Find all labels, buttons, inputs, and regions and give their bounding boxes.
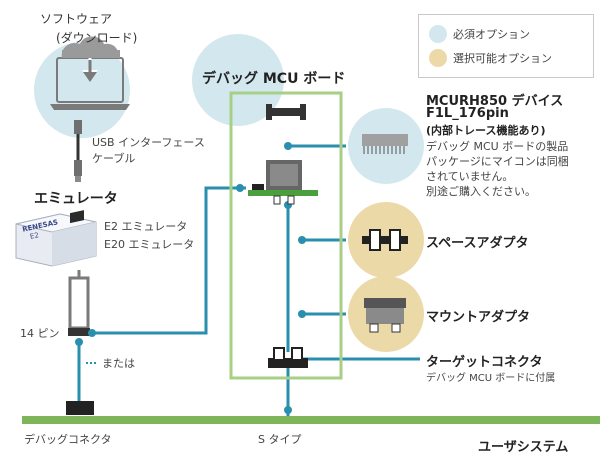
board-top-connector-icon [266, 104, 306, 120]
device-desc-line2: パッケージにマイコンは同梱 [426, 155, 569, 168]
cable-label-line2: ケーブル [92, 152, 136, 165]
board-required-circle [192, 34, 284, 126]
target-connector-icon [268, 347, 308, 368]
software-title: ソフトウェア [40, 12, 113, 26]
mount-adapter-label: マウントアダプタ [426, 310, 531, 325]
emulator-title: エミュレータ [34, 191, 118, 207]
space-adapter-icon [362, 229, 408, 251]
device-desc-line1: デバッグ MCU ボードの製品 [426, 140, 569, 153]
legend-required-label: 必須オプション [453, 28, 530, 41]
user-system-label: ユーザシステム [478, 440, 569, 455]
or-dash [86, 362, 96, 364]
board-title: デバッグ MCU ボード [202, 71, 346, 87]
space-adapter-label: スペースアダプタ [426, 236, 529, 251]
or-label: または [102, 357, 135, 370]
legend-required-swatch [429, 25, 447, 43]
user-system-bar [22, 416, 600, 424]
mcu-chip-icon [362, 134, 408, 154]
14-pin-cable-icon [68, 270, 90, 336]
legend: 必須オプション 選択可能オプション [418, 14, 594, 78]
device-desc-line4: 別途ご購入ください。 [426, 185, 536, 198]
mount-adapter-icon [364, 298, 406, 333]
debug-mcu-board-frame [229, 91, 343, 380]
emulator-device-icon [15, 210, 97, 267]
board-mcu-icon [248, 160, 318, 205]
emulator-e2-label: E2 エミュレータ [104, 220, 188, 233]
laptop-download-icon [50, 36, 130, 110]
device-title-line2: F1L_176pin [426, 106, 509, 121]
cable-label-line1: USB インターフェース [92, 136, 205, 149]
device-title-line3: (内部トレース機能あり) [426, 124, 546, 137]
usb-cable-icon [74, 120, 82, 182]
debug-connector-label: デバッグコネクタ [24, 433, 112, 446]
legend-required: 必須オプション [429, 25, 530, 43]
target-connector-title: ターゲットコネクタ [426, 355, 543, 370]
device-title-line1: MCURH850 デバイス [426, 94, 564, 109]
legend-optional-label: 選択可能オプション [453, 52, 552, 65]
target-connector-note: デバッグ MCU ボードに付属 [426, 373, 556, 384]
software-subtitle: (ダウンロード) [56, 31, 138, 45]
s-type-label: S タイプ [258, 433, 302, 446]
legend-optional-swatch [429, 49, 447, 67]
14-pin-label: 14 ピン [20, 327, 60, 340]
debug-connector-block [66, 401, 94, 415]
emulator-e20-label: E20 エミュレータ [104, 238, 195, 251]
device-desc-line3: されていません。 [426, 170, 514, 183]
legend-optional: 選択可能オプション [429, 49, 552, 67]
connection-dots [75, 142, 306, 414]
